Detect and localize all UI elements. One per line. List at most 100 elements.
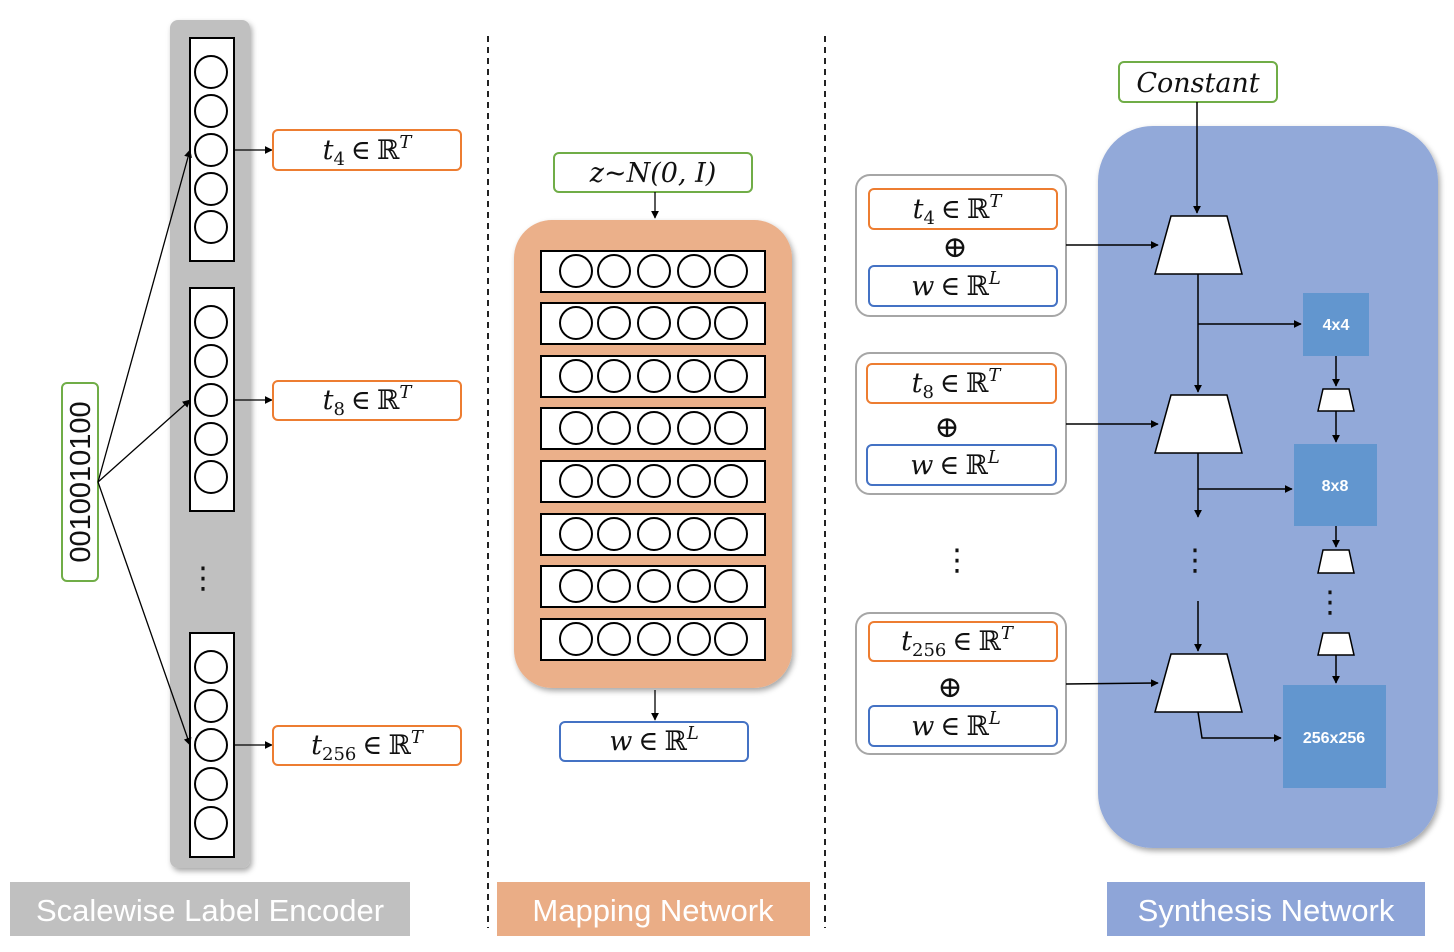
neuron (194, 305, 228, 339)
mapping-layer (540, 460, 766, 503)
neuron (559, 411, 593, 445)
mapping-input-label: z~N(0, I) (589, 158, 717, 189)
encoder-ellipsis: ⋮ (188, 561, 218, 596)
neuron (194, 689, 228, 723)
constant-input-box (1118, 61, 1278, 103)
neuron (714, 306, 748, 340)
neuron (637, 517, 671, 551)
resolution-block-4x4 (1303, 293, 1369, 356)
style-t-box (866, 363, 1057, 404)
neuron (677, 306, 711, 340)
encoder-output-box (272, 380, 462, 421)
upsample-block-3 (1317, 632, 1355, 656)
neuron (194, 172, 228, 206)
neuron (194, 728, 228, 762)
scalewise-label-encoder: ⋮ 0010010100 t4∈ℝT t8∈ℝT (61, 20, 462, 868)
arrow-label-to-layer-1 (97, 149, 192, 483)
mapping-output-box (559, 721, 749, 762)
neuron (677, 411, 711, 445)
mapping-layer (540, 355, 766, 398)
encoder-layer-2 (189, 287, 235, 512)
neuron (194, 422, 228, 456)
arrow-style-3-to-block-3 (1065, 679, 1159, 688)
neuron (559, 306, 593, 340)
label-input-bits: 0010010100 (65, 401, 97, 562)
neuron (637, 306, 671, 340)
neuron (714, 464, 748, 498)
style-input-group-2: t8∈ℝT ⊕ w∈ℝL (855, 352, 1067, 495)
neuron (677, 622, 711, 656)
neuron (637, 569, 671, 603)
neuron (559, 464, 593, 498)
neuron (597, 306, 631, 340)
synthesis-background (1098, 126, 1438, 848)
encoder-output-t4: t4∈ℝT (272, 129, 462, 171)
arrow-label-to-layer-3 (97, 481, 192, 746)
style-inputs-ellipsis: ⋮ (942, 543, 972, 578)
neuron (597, 359, 631, 393)
resolution-label-256x256: 256x256 (1303, 730, 1365, 747)
style-t-label: t256∈ℝT (901, 623, 1015, 661)
mapping-network: z~N(0, I) (514, 152, 792, 762)
neuron (677, 464, 711, 498)
concat-operator: ⊕ (942, 230, 967, 265)
banner-background (10, 882, 410, 936)
neuron (714, 569, 748, 603)
neuron (194, 767, 228, 801)
mapping-layers (540, 250, 766, 661)
neuron (559, 254, 593, 288)
concat-operator: ⊕ (934, 410, 959, 445)
neuron (597, 254, 631, 288)
banner-background (1107, 882, 1425, 936)
resolution-block-256x256 (1283, 685, 1386, 788)
neuron (714, 359, 748, 393)
mapping-output-label: w∈ℝL (609, 723, 699, 757)
neuron (194, 210, 228, 244)
style-t-box (868, 621, 1058, 662)
neuron (559, 622, 593, 656)
mapping-layer (540, 513, 766, 556)
encoder-output-label: t256∈ℝT (311, 727, 425, 765)
banner-label: Synthesis Network (1138, 893, 1395, 928)
neuron (194, 806, 228, 840)
encoder-output-t256: t256∈ℝT (272, 725, 462, 766)
neuron (194, 133, 228, 167)
encoder-layer-3 (189, 632, 235, 858)
style-w-label: w∈ℝL (910, 447, 1000, 481)
neuron (194, 383, 228, 417)
resolution-label-4x4: 4x4 (1323, 317, 1350, 334)
style-input-group-1: t4∈ℝT ⊕ w∈ℝL (855, 174, 1067, 317)
upsample-ellipsis: ⋮ (1315, 585, 1345, 620)
upsample-block-2 (1317, 549, 1355, 574)
neuron (194, 344, 228, 378)
neuron (194, 55, 228, 89)
upsample-block-1 (1317, 388, 1355, 412)
mapping-layer (540, 250, 766, 293)
neuron (559, 569, 593, 603)
neuron (714, 622, 748, 656)
style-w-box (868, 265, 1058, 307)
encoder-output-box (272, 725, 462, 766)
neuron (597, 464, 631, 498)
banner-mapping-network: Mapping Network (497, 882, 810, 936)
encoder-output-box (272, 129, 462, 171)
constant-input-label: Constant (1136, 68, 1259, 99)
style-w-label: w∈ℝL (911, 708, 1001, 742)
encoder-output-label: t8∈ℝT (323, 382, 414, 420)
neuron (559, 359, 593, 393)
encoder-output-t8: t8∈ℝT (272, 380, 462, 421)
neuron (194, 650, 228, 684)
neuron (677, 517, 711, 551)
neuron (597, 569, 631, 603)
mapping-layer (540, 407, 766, 450)
mapping-layer (540, 618, 766, 661)
banner-label: Mapping Network (532, 893, 774, 928)
style-t-box (868, 188, 1058, 230)
neuron (677, 254, 711, 288)
banner-label: Scalewise Label Encoder (36, 893, 384, 928)
mapping-layer (540, 302, 766, 345)
style-w-box (868, 705, 1058, 747)
synthesis-ellipsis: ⋮ (1180, 543, 1210, 578)
synthesis-block-3 (1154, 653, 1243, 713)
encoder-layer-1 (189, 37, 235, 262)
